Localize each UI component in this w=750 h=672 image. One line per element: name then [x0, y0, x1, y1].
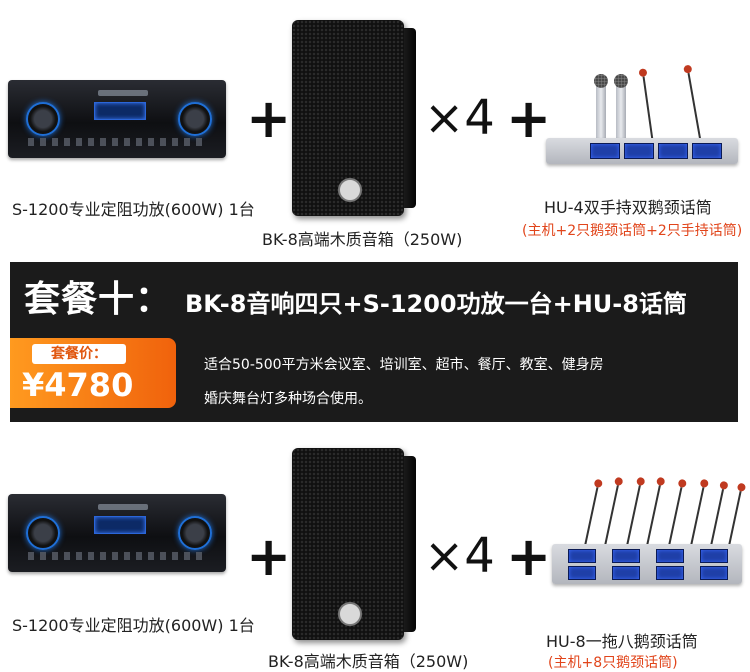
plus-sign: +: [246, 87, 292, 150]
price-label: 套餐价：: [32, 344, 126, 364]
package-title: 套餐十：: [24, 279, 173, 320]
price-value: ¥4780: [22, 366, 134, 404]
price-box: 套餐价： ¥4780: [10, 338, 176, 408]
mic-note: (主机+2只鹅颈话筒+2只手持话筒): [522, 223, 743, 239]
mic-caption: HU-8一拖八鹅颈话筒: [546, 632, 698, 651]
speaker-image: [292, 20, 416, 216]
speaker-image: [292, 448, 416, 640]
mic-caption: HU-4双手持双鹅颈话筒: [544, 198, 712, 217]
amp-caption: S-1200专业定阻功放(600W) 1台: [12, 200, 255, 219]
speaker-caption: BK-8高端木质音箱（250W): [268, 652, 469, 671]
plus-sign: +: [246, 525, 292, 588]
description-line-2: 婚庆舞台灯多种场合使用。: [204, 391, 372, 407]
package-banner: 套餐十： BK-8音响四只+S-1200功放一台+HU-8话筒 套餐价： ¥47…: [10, 262, 738, 422]
times-four: ×4: [424, 528, 495, 584]
times-four: ×4: [424, 90, 495, 146]
amplifier-image: [8, 494, 226, 572]
description-line-1: 适合50-500平方米会议室、培训室、超市、餐厅、教室、健身房: [204, 357, 604, 373]
plus-sign: +: [506, 87, 552, 150]
package-subtitle: BK-8音响四只+S-1200功放一台+HU-8话筒: [185, 290, 687, 318]
mic-note: (主机+8只鹅颈话筒): [548, 655, 678, 671]
plus-sign: +: [506, 525, 552, 588]
amplifier-image: [8, 80, 226, 158]
speaker-caption: BK-8高端木质音箱（250W): [262, 230, 463, 249]
amp-caption: S-1200专业定阻功放(600W) 1台: [12, 616, 255, 635]
